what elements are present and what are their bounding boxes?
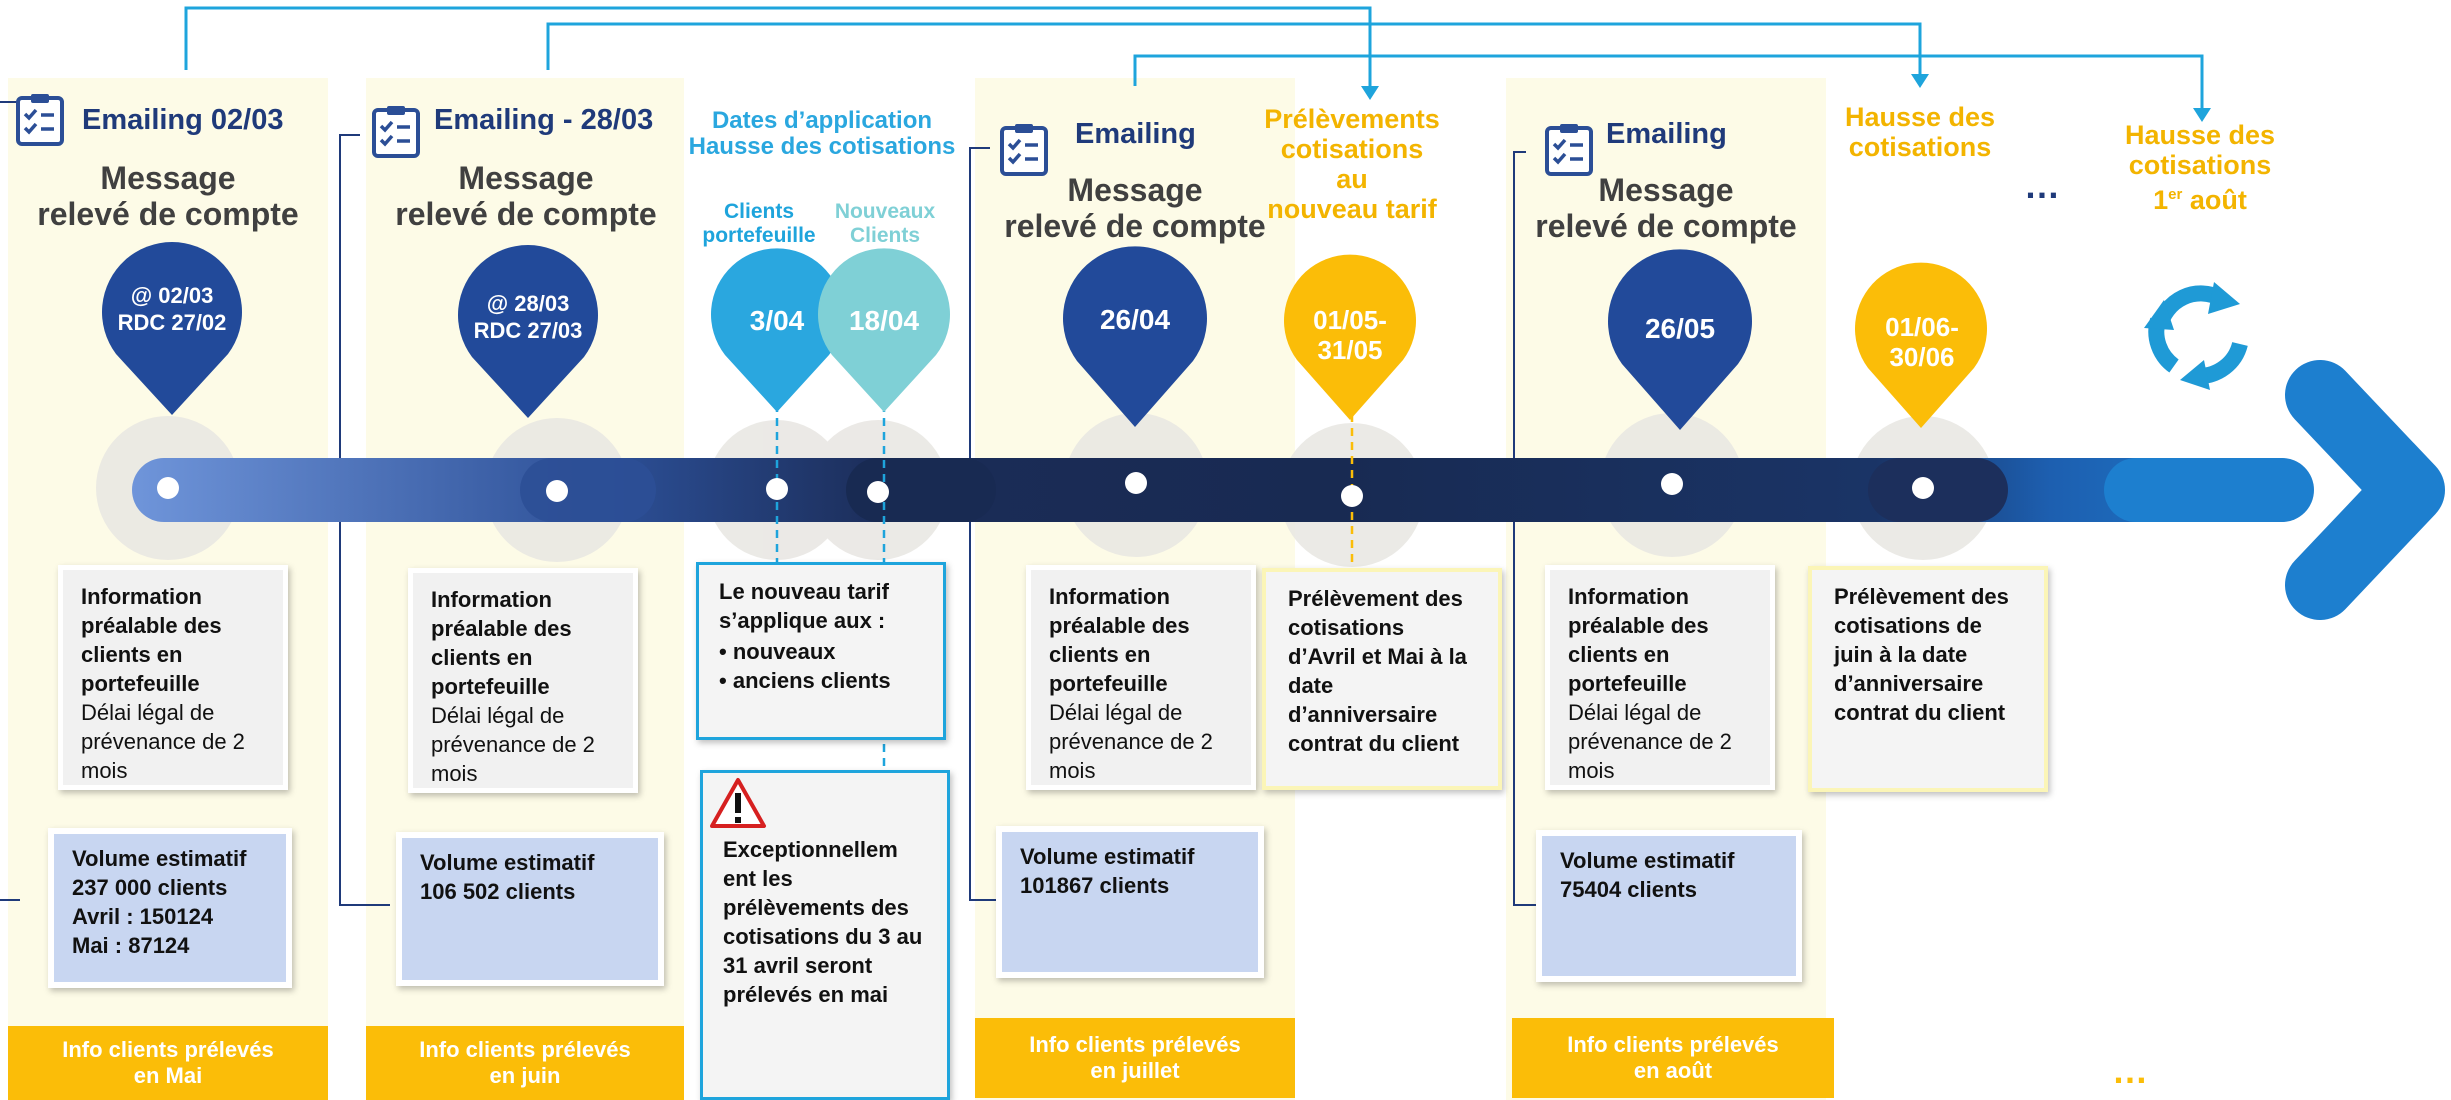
exception-box: Exceptionnellem ent les prélèvements des…: [700, 770, 950, 1100]
checklist-icon: [1545, 124, 1593, 176]
pin-label-26-04: 26/04: [1099, 304, 1171, 335]
column-2-volume-box: Volume estimatif 106 502 clients: [396, 832, 664, 986]
nouveaux-clients-label: Nouveaux Clients: [834, 200, 936, 247]
ellipsis-bottom: …: [2112, 1050, 2150, 1091]
pin-label-01-05: 01/05- 31/05: [1313, 305, 1387, 365]
column-3-footer: Info clients prélevés en juillet: [975, 1018, 1295, 1098]
column-1-message: Message relevé de compte: [37, 160, 299, 232]
column-1-header: Emailing 02/03: [82, 104, 284, 136]
column-3-message: Message relevé de compte: [1004, 172, 1266, 244]
pin-label-26-05: 26/05: [1644, 313, 1716, 344]
application-title: Dates d’application Hausse des cotisatio…: [688, 107, 956, 160]
pin-02-03: [102, 241, 242, 415]
pin-01-06: [1855, 262, 1988, 428]
ellipsis-top: …: [2024, 165, 2062, 206]
checklist-icon: [372, 106, 420, 158]
pin-26-04: [1063, 246, 1207, 427]
checklist-icon: [16, 94, 64, 146]
column-1-info-box: Information préalable des clients en por…: [58, 565, 288, 790]
column-2-message: Message relevé de compte: [395, 160, 657, 232]
column-2-header: Emailing - 28/03: [434, 104, 654, 136]
pin-26-05: [1608, 249, 1753, 430]
column-4-message: Message relevé de compte: [1535, 172, 1797, 244]
pin-label-3-04: 3/04: [749, 305, 805, 336]
pin-3-04: [711, 248, 844, 412]
column-2-footer: Info clients prélevés en juin: [366, 1026, 684, 1100]
pin-label-01-06: 01/06- 30/06: [1885, 312, 1959, 372]
hausse-title: Hausse des cotisations: [1844, 102, 1996, 162]
hausse-box: Prélèvement des cotisations de juin à la…: [1808, 566, 2048, 792]
connector-arrowheads: [1361, 74, 2211, 122]
column-4-volume-box: Volume estimatif 75404 clients: [1536, 830, 1802, 982]
column-3-header: Emailing: [1075, 118, 1196, 150]
column-1-volume-box: Volume estimatif 237 000 clients Avril :…: [48, 828, 292, 988]
column-1-footer: Info clients prélevés en Mai: [8, 1026, 328, 1100]
pin-01-05: [1284, 254, 1416, 420]
tarif-box: Le nouveau tarif s’applique aux : nouvea…: [696, 562, 946, 740]
tarif-list: nouveaux anciens clients: [719, 637, 923, 695]
pin-18-04: [818, 248, 950, 412]
top-connectors: [184, 6, 2204, 112]
clients-portefeuille-label: Clients portefeuille: [702, 200, 816, 247]
pin-shapes: [102, 241, 1988, 430]
prelevements-box: Prélèvement des cotisations d’Avril et M…: [1262, 568, 1502, 790]
prelevements-title: Prélèvements cotisations au nouveau tari…: [1264, 104, 1440, 224]
timeline-dots: [157, 472, 1934, 507]
hausse-aout-title: Hausse des cotisations 1er août: [2124, 120, 2276, 215]
tarif-item: anciens clients: [719, 666, 923, 695]
timeline-arrowhead: [2285, 360, 2445, 620]
cycle-arrows-icon: [2144, 282, 2248, 390]
column-4-info-box: Information préalable des clients en por…: [1545, 565, 1775, 790]
pin-label-18-04: 18/04: [848, 305, 920, 336]
timeline-bar: [132, 458, 2312, 522]
tarif-item: nouveaux: [719, 637, 923, 666]
column-4-header: Emailing: [1606, 118, 1727, 150]
column-3-info-box: Information préalable des clients en por…: [1026, 565, 1256, 790]
column-2-info-box: Information préalable des clients en por…: [408, 568, 638, 793]
column-3-volume-box: Volume estimatif 101867 clients: [996, 826, 1264, 978]
warning-triangle-icon: [710, 778, 766, 828]
pin-28-03: [458, 245, 598, 418]
column-4-footer: Info clients prélevés en août: [1512, 1018, 1834, 1098]
checklist-icon: [1000, 124, 1048, 176]
